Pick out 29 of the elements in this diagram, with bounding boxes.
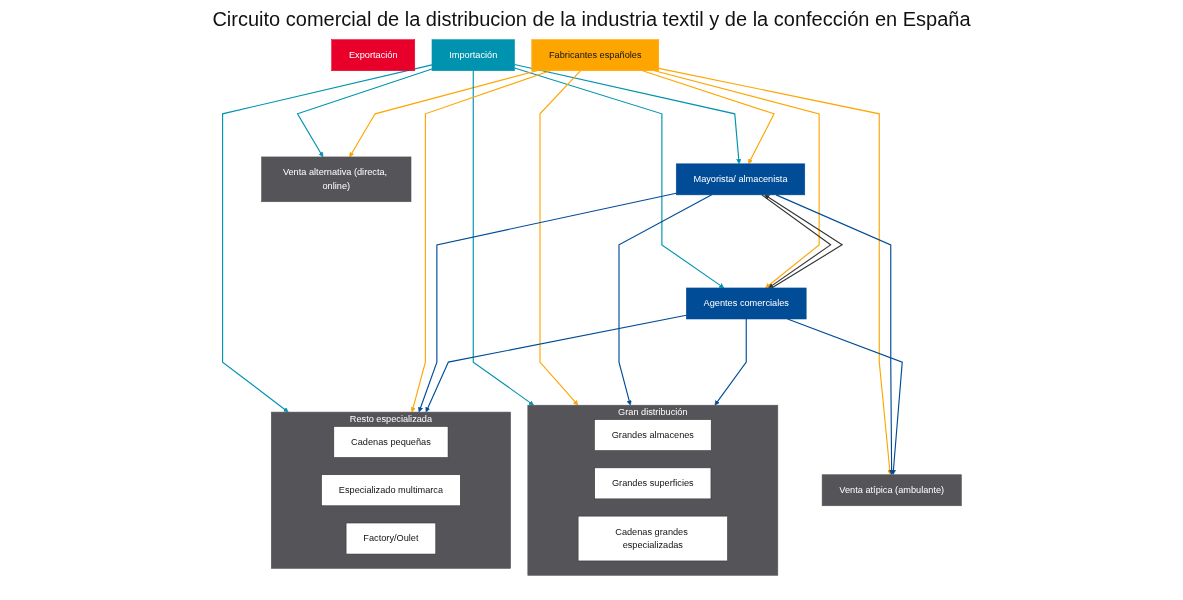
arrow xyxy=(657,67,892,475)
node-box: Factory/Oulet xyxy=(345,522,436,555)
arrow xyxy=(714,318,747,406)
node-box: Mayorista/ almacenista xyxy=(675,163,805,196)
arrow xyxy=(410,70,551,413)
arrow xyxy=(763,194,843,289)
node-box: Exportación xyxy=(330,39,415,71)
diagram-title: Circuito comercial de la distribucion de la industria textil y de la confección en España xyxy=(211,8,972,31)
arrow xyxy=(296,68,433,158)
arrow xyxy=(513,67,724,289)
arrow xyxy=(775,194,894,475)
arrow xyxy=(617,194,712,406)
node-box: Especializado multimarca xyxy=(320,474,461,507)
node-box: Importación xyxy=(431,39,515,71)
arrow xyxy=(221,64,433,413)
node-box: Grandes almacenes xyxy=(593,419,711,451)
node-box: Cadenas pequeñas xyxy=(333,426,448,458)
node-box: Cadenas grandes especializadas xyxy=(577,515,728,562)
node-box: Venta alternativa (directa, online) xyxy=(260,156,411,203)
arrow xyxy=(425,314,687,413)
arrow xyxy=(538,70,581,406)
arrow xyxy=(513,63,741,165)
node-box: Agentes comerciales xyxy=(685,287,806,320)
arrow xyxy=(760,194,832,289)
node-box: Fabricantes españoles xyxy=(530,39,659,71)
node-box: Grandes superficies xyxy=(593,467,711,500)
arrow xyxy=(472,70,534,406)
node-box: Venta atípica (ambulante) xyxy=(821,474,962,507)
arrow xyxy=(417,192,677,413)
